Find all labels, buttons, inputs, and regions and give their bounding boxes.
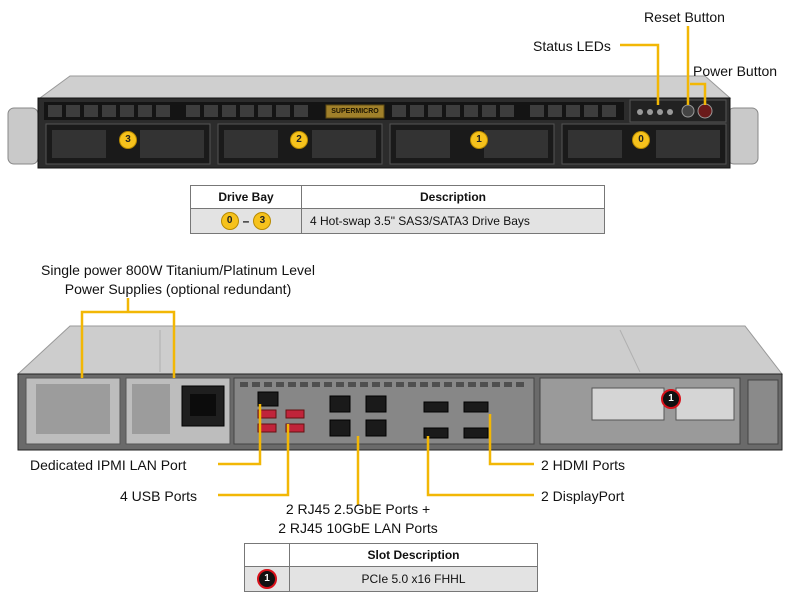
front-chassis <box>7 75 759 169</box>
status-leds-label: Status LEDs <box>533 38 611 54</box>
bay-badge-1: 1 <box>470 131 488 149</box>
drive-bay-description: 4 Hot-swap 3.5" SAS3/SATA3 Drive Bays <box>301 208 605 234</box>
slot-table-header: Slot Description <box>244 543 538 567</box>
bay-badge-3: 3 <box>119 131 137 149</box>
table-row: 0–3 4 Hot-swap 3.5" SAS3/SATA3 Drive Bay… <box>190 208 605 234</box>
drive-bay-header: Drive Bay <box>190 185 302 209</box>
rj45-label-line2: 2 RJ45 10GbE LAN Ports <box>278 520 438 536</box>
drive-bay-range: 0–3 <box>190 208 302 234</box>
bay-range-from: 0 <box>220 212 239 230</box>
usb-ports-label: 4 USB Ports <box>120 488 198 504</box>
front-callout-lines <box>620 26 707 105</box>
slot-description-header: Slot Description <box>289 543 538 567</box>
bay-range-to: 3 <box>253 212 272 230</box>
slot-marker-cell: 1 <box>244 566 290 592</box>
slot-marker: 1 <box>257 569 277 589</box>
bay-badge-2: 2 <box>290 131 308 149</box>
slot-1-marker: 1 <box>661 389 681 409</box>
slot-table: Slot Description 1 PCIe 5.0 x16 FHHL <box>244 543 538 592</box>
power-button-label: Power Button <box>693 63 778 79</box>
supermicro-logo: SUPERMICRO <box>331 108 379 115</box>
psu-label-line2: Power Supplies (optional redundant) <box>64 281 292 297</box>
description-header: Description <box>301 185 605 209</box>
ipmi-lan-label: Dedicated IPMI LAN Port <box>30 457 187 473</box>
slot-marker-header <box>244 543 290 567</box>
drive-bay-table-header: Drive Bay Description <box>190 185 605 209</box>
rear-callout-lines <box>80 298 534 505</box>
psu-label-line1: Single power 800W Titanium/Platinum Leve… <box>41 262 315 278</box>
slot-description: PCIe 5.0 x16 FHHL <box>289 566 538 592</box>
bay-badge-0: 0 <box>632 131 650 149</box>
bay-range-separator: – <box>242 214 250 228</box>
rear-chassis <box>16 325 784 451</box>
rj45-label-line1: 2 RJ45 2.5GbE Ports + <box>285 501 431 517</box>
hdmi-ports-label: 2 HDMI Ports <box>541 457 626 473</box>
drive-bay-table: Drive Bay Description 0–3 4 Hot-swap 3.5… <box>190 185 605 234</box>
reset-button-label: Reset Button <box>644 9 725 25</box>
displayport-label: 2 DisplayPort <box>541 488 625 504</box>
table-row: 1 PCIe 5.0 x16 FHHL <box>244 566 538 592</box>
